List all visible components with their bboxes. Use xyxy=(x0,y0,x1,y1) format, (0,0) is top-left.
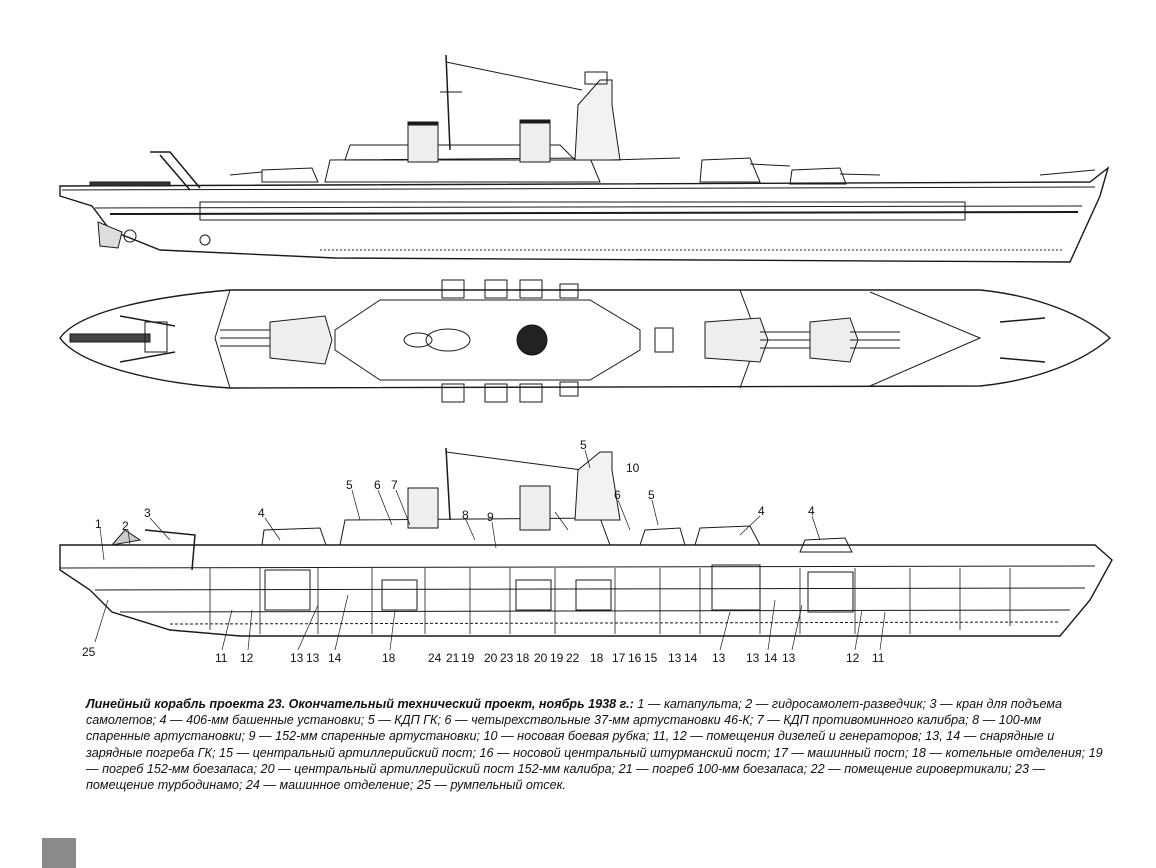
callout-top-3: 3 xyxy=(144,506,151,520)
callout-bottom-19a: 19 xyxy=(461,651,475,665)
ship-drawings: 1 2 3 4 5 6 7 8 9 5 6 10 5 4 4 25 11 12 … xyxy=(59,54,1113,665)
callout-top-4c: 4 xyxy=(808,504,815,518)
callout-top-10: 10 xyxy=(626,461,640,475)
callout-top-8: 8 xyxy=(462,508,469,522)
profile-funnel-aft xyxy=(407,121,439,163)
scan-corner-mark xyxy=(42,838,76,868)
callout-top-7a: 7 xyxy=(391,478,398,492)
callouts-bottom: 25 11 12 13 13 14 18 24 21 19 20 23 18 2… xyxy=(82,645,885,665)
callout-top-9: 9 xyxy=(487,510,494,524)
callout-top-5c: 5 xyxy=(648,488,655,502)
section-hull xyxy=(59,544,1113,637)
callout-bottom-13c: 13 xyxy=(668,651,682,665)
callout-bottom-17: 17 xyxy=(612,651,626,665)
section-boiler-3 xyxy=(575,579,612,611)
plan-aft-turret xyxy=(269,315,333,365)
callout-bottom-15: 15 xyxy=(644,651,658,665)
callout-bottom-20b: 20 xyxy=(534,651,548,665)
callout-bottom-20a: 20 xyxy=(484,651,498,665)
profile-hull xyxy=(59,166,1110,263)
figure-title: Линейный корабль проекта 23. Окончательн… xyxy=(86,697,634,711)
profile-fwd-turret-1 xyxy=(699,157,761,183)
side-profile xyxy=(59,54,1110,263)
callout-bottom-18b: 18 xyxy=(516,651,530,665)
section-aft-barbette xyxy=(264,569,311,611)
section-fwd-barbette-1 xyxy=(711,564,761,611)
callout-bottom-24: 24 xyxy=(428,651,442,665)
longitudinal-section xyxy=(59,447,1113,651)
plan-funnel xyxy=(516,324,548,356)
section-fwd-barbette-2 xyxy=(807,571,854,613)
profile-fwd-turret-2 xyxy=(789,167,847,185)
callout-top-4a: 4 xyxy=(258,506,265,520)
callout-top-6b: 6 xyxy=(614,488,621,502)
callout-bottom-21: 21 xyxy=(446,651,460,665)
callout-bottom-14c: 14 xyxy=(764,651,778,665)
callout-bottom-18a: 18 xyxy=(382,651,396,665)
callout-bottom-12b: 12 xyxy=(846,651,860,665)
callouts-top: 1 2 3 4 5 6 7 8 9 5 6 10 5 4 4 xyxy=(95,438,815,533)
deck-plan xyxy=(59,279,1112,403)
section-boiler-1 xyxy=(381,579,418,611)
callout-top-1: 1 xyxy=(95,517,102,531)
callout-bottom-18c: 18 xyxy=(590,651,604,665)
callout-bottom-13d: 13 xyxy=(712,651,726,665)
callout-bottom-13b: 13 xyxy=(306,651,320,665)
callout-bottom-19b: 19 xyxy=(550,651,564,665)
callout-top-5b: 5 xyxy=(580,438,587,452)
callout-top-6a: 6 xyxy=(374,478,381,492)
callout-bottom-22: 22 xyxy=(566,651,580,665)
plan-hull-outline xyxy=(59,289,1112,389)
callout-bottom-23: 23 xyxy=(500,651,514,665)
figure-legend: 1 — катапульта; 2 — гидросамолет-разведч… xyxy=(86,697,1103,793)
callout-bottom-13a: 13 xyxy=(290,651,304,665)
profile-mainmast xyxy=(445,54,451,151)
plan-fwd-turret-2 xyxy=(809,317,859,363)
plan-fwd-turret-1 xyxy=(704,317,769,363)
callout-bottom-25: 25 xyxy=(82,645,96,659)
profile-aft-turret xyxy=(261,167,319,183)
callout-top-4b: 4 xyxy=(758,504,765,518)
callout-top-5a: 5 xyxy=(346,478,353,492)
callout-bottom-13f: 13 xyxy=(782,651,796,665)
callout-bottom-11b: 11 xyxy=(872,651,885,665)
callout-top-2: 2 xyxy=(122,519,129,533)
profile-funnel-fwd xyxy=(519,119,551,163)
profile-fwd-tower xyxy=(574,79,621,161)
callout-bottom-14b: 14 xyxy=(684,651,698,665)
callout-bottom-14a: 14 xyxy=(328,651,342,665)
section-boiler-2 xyxy=(515,579,552,611)
callout-bottom-12a: 12 xyxy=(240,651,254,665)
callout-bottom-13e: 13 xyxy=(746,651,760,665)
callout-bottom-16: 16 xyxy=(628,651,642,665)
callout-bottom-11a: 11 xyxy=(215,651,228,665)
figure-caption: Линейный корабль проекта 23. Окончательн… xyxy=(86,696,1106,793)
